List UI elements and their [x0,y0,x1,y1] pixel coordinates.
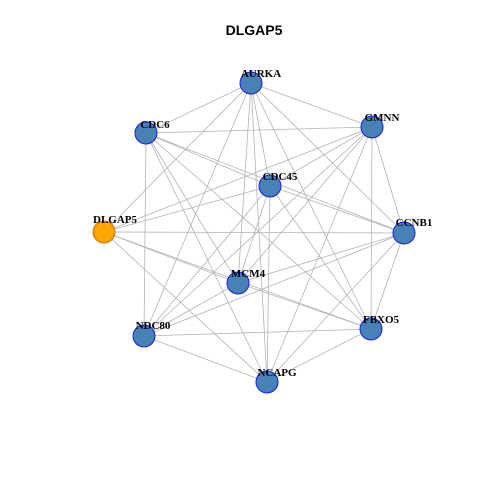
edge-gmnn-cdc45 [269,126,373,187]
edge-ndc80-ncapg [143,335,268,383]
edge-layer [103,82,405,383]
edge-cdc6-ncapg [145,132,268,383]
edge-cdc45-mcm4 [237,185,271,284]
node-label-cdc45: CDC45 [263,171,298,183]
edge-aurka-cdc6 [145,82,252,134]
node-cdc45[interactable] [258,174,282,198]
node-ndc80[interactable] [132,324,156,348]
edge-gmnn-dlgap5 [103,126,373,233]
node-gmnn[interactable] [360,115,384,139]
edge-fbxo5-ncapg [266,328,372,383]
edge-gmnn-ndc80 [143,126,373,337]
edge-aurka-ndc80 [143,82,252,337]
node-label-aurka: AURKA [241,68,281,80]
edge-ccnb1-mcm4 [237,232,405,284]
edge-aurka-cdc45 [250,82,271,187]
edge-cdc45-dlgap5 [103,185,271,233]
edge-aurka-gmnn [250,82,373,128]
node-ccnb1[interactable] [392,221,416,245]
edge-gmnn-cdc6 [145,126,373,134]
edge-cdc6-cdc45 [145,132,271,187]
node-aurka[interactable] [239,71,263,95]
node-label-ncapg: NCAPG [257,367,297,379]
edge-gmnn-ccnb1 [371,126,405,234]
edge-cdc6-fbxo5 [145,132,372,330]
edge-ccnb1-ncapg [266,232,405,383]
diagram-title: DLGAP5 [226,22,283,38]
edge-ccnb1-ndc80 [143,232,405,337]
node-label-dlgap5: DLGAP5 [93,214,138,226]
edge-mcm4-fbxo5 [237,282,372,330]
edge-gmnn-mcm4 [237,126,373,284]
node-layer [92,71,416,394]
node-label-fbxo5: FBXO5 [363,314,400,326]
edge-mcm4-ndc80 [143,282,239,337]
node-fbxo5[interactable] [359,317,383,341]
node-ncapg[interactable] [255,370,279,394]
node-dlgap5[interactable] [92,220,116,244]
node-mcm4[interactable] [226,271,250,295]
edge-cdc45-ccnb1 [269,185,405,234]
edge-aurka-dlgap5 [103,82,252,233]
node-label-ccnb1: CCNB1 [396,217,433,229]
edge-cdc45-fbxo5 [269,185,372,330]
edge-gmnn-ncapg [266,126,373,383]
edge-cdc45-ncapg [266,185,271,383]
edge-aurka-ccnb1 [250,82,405,234]
edge-ndc80-fbxo5 [143,328,372,337]
node-label-gmnn: GMNN [365,112,400,124]
edge-gmnn-fbxo5 [370,126,373,330]
edge-cdc6-ndc80 [143,132,147,337]
edge-cdc45-ndc80 [143,185,271,337]
edge-aurka-fbxo5 [250,82,372,330]
edge-ccnb1-fbxo5 [370,232,405,330]
edge-dlgap5-ccnb1 [103,231,405,234]
node-label-ndc80: NDC80 [136,320,171,332]
edge-dlgap5-ncapg [103,231,268,383]
edge-aurka-mcm4 [237,82,252,284]
node-label-mcm4: MCM4 [231,268,266,280]
node-label-cdc6: CDC6 [140,119,170,131]
node-cdc6[interactable] [134,121,158,145]
